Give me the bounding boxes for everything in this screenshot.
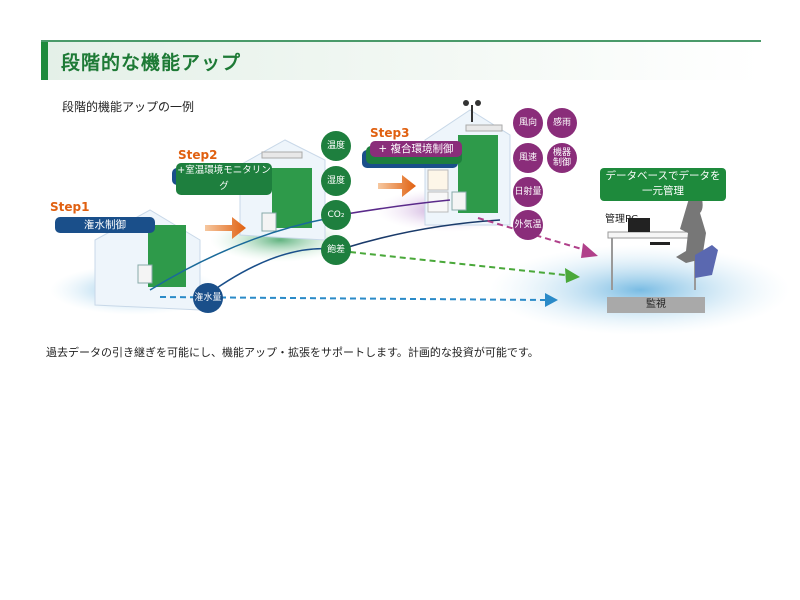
- header-accent: [41, 42, 48, 80]
- arrowhead-purple: [581, 243, 598, 258]
- step2-label: +室温環境モニタリング: [176, 163, 272, 195]
- page-title: 段階的な機能アップ: [61, 52, 242, 74]
- sensor-saturation-deficit: 飽差: [321, 235, 351, 265]
- sensor-wind-direction: 風向: [513, 108, 543, 138]
- step1-title: Step1: [50, 200, 90, 214]
- dashed-arrow-blue: [159, 296, 546, 301]
- database-box: データベースでデータを 一元管理: [600, 168, 726, 201]
- step1-label: 潅水制御: [55, 217, 155, 233]
- sensor-co2: CO₂: [321, 200, 351, 230]
- database-line1: データベースでデータを: [605, 170, 721, 182]
- sensor-humidity: 湿度: [321, 166, 351, 196]
- arrowhead-green: [565, 268, 580, 283]
- plant-wall-step1: [148, 225, 186, 287]
- weather-station-icon: [463, 100, 481, 122]
- diagram-subtitle: 段階的機能アップの一例: [62, 100, 195, 114]
- controller-step2: [261, 212, 277, 232]
- step2-title: Step2: [178, 148, 218, 162]
- dashed-arrow-green: [349, 251, 566, 276]
- section-header: 段階的な機能アップ: [41, 42, 761, 80]
- sensor-temperature: 温度: [321, 131, 351, 161]
- step3-label: + 複合環境制御: [370, 141, 462, 157]
- arrowhead-blue: [545, 293, 558, 307]
- controller-step3: [451, 191, 467, 211]
- light-bar-step3: [465, 124, 503, 132]
- caption-text: 過去データの引き継ぎを可能にし、機能アップ・拡張をサポートします。計画的な投資が…: [46, 346, 539, 359]
- sensor-wind-speed: 風速: [513, 143, 543, 173]
- data-line-navy2: [344, 219, 501, 249]
- data-line-blue: [149, 217, 331, 291]
- glow-pc: [490, 245, 790, 335]
- monitor-label: 監視: [607, 297, 705, 313]
- sensor-solar-radiation: 日射量: [513, 177, 543, 207]
- step-arrow-1: [205, 217, 246, 239]
- pc-desk-illustration: [607, 193, 718, 290]
- database-line2: 一元管理: [642, 185, 684, 197]
- step3-title: Step3: [370, 126, 410, 140]
- sensor-irrigation-volume: 潅水量: [193, 283, 223, 313]
- pc-label: 管理PC: [605, 214, 639, 225]
- data-line-purple: [339, 199, 451, 216]
- controller-step1: [137, 264, 153, 284]
- header-rule: [41, 40, 761, 42]
- light-bar-step2: [261, 151, 303, 159]
- cabinet-top: [427, 169, 449, 191]
- sensor-device-control: 機器制御: [547, 143, 577, 173]
- sensor-outside-temp: 外気温: [513, 210, 543, 240]
- sensor-rain: 感雨: [547, 108, 577, 138]
- step-arrow-2: [378, 175, 416, 197]
- plant-wall-step2: [272, 168, 312, 228]
